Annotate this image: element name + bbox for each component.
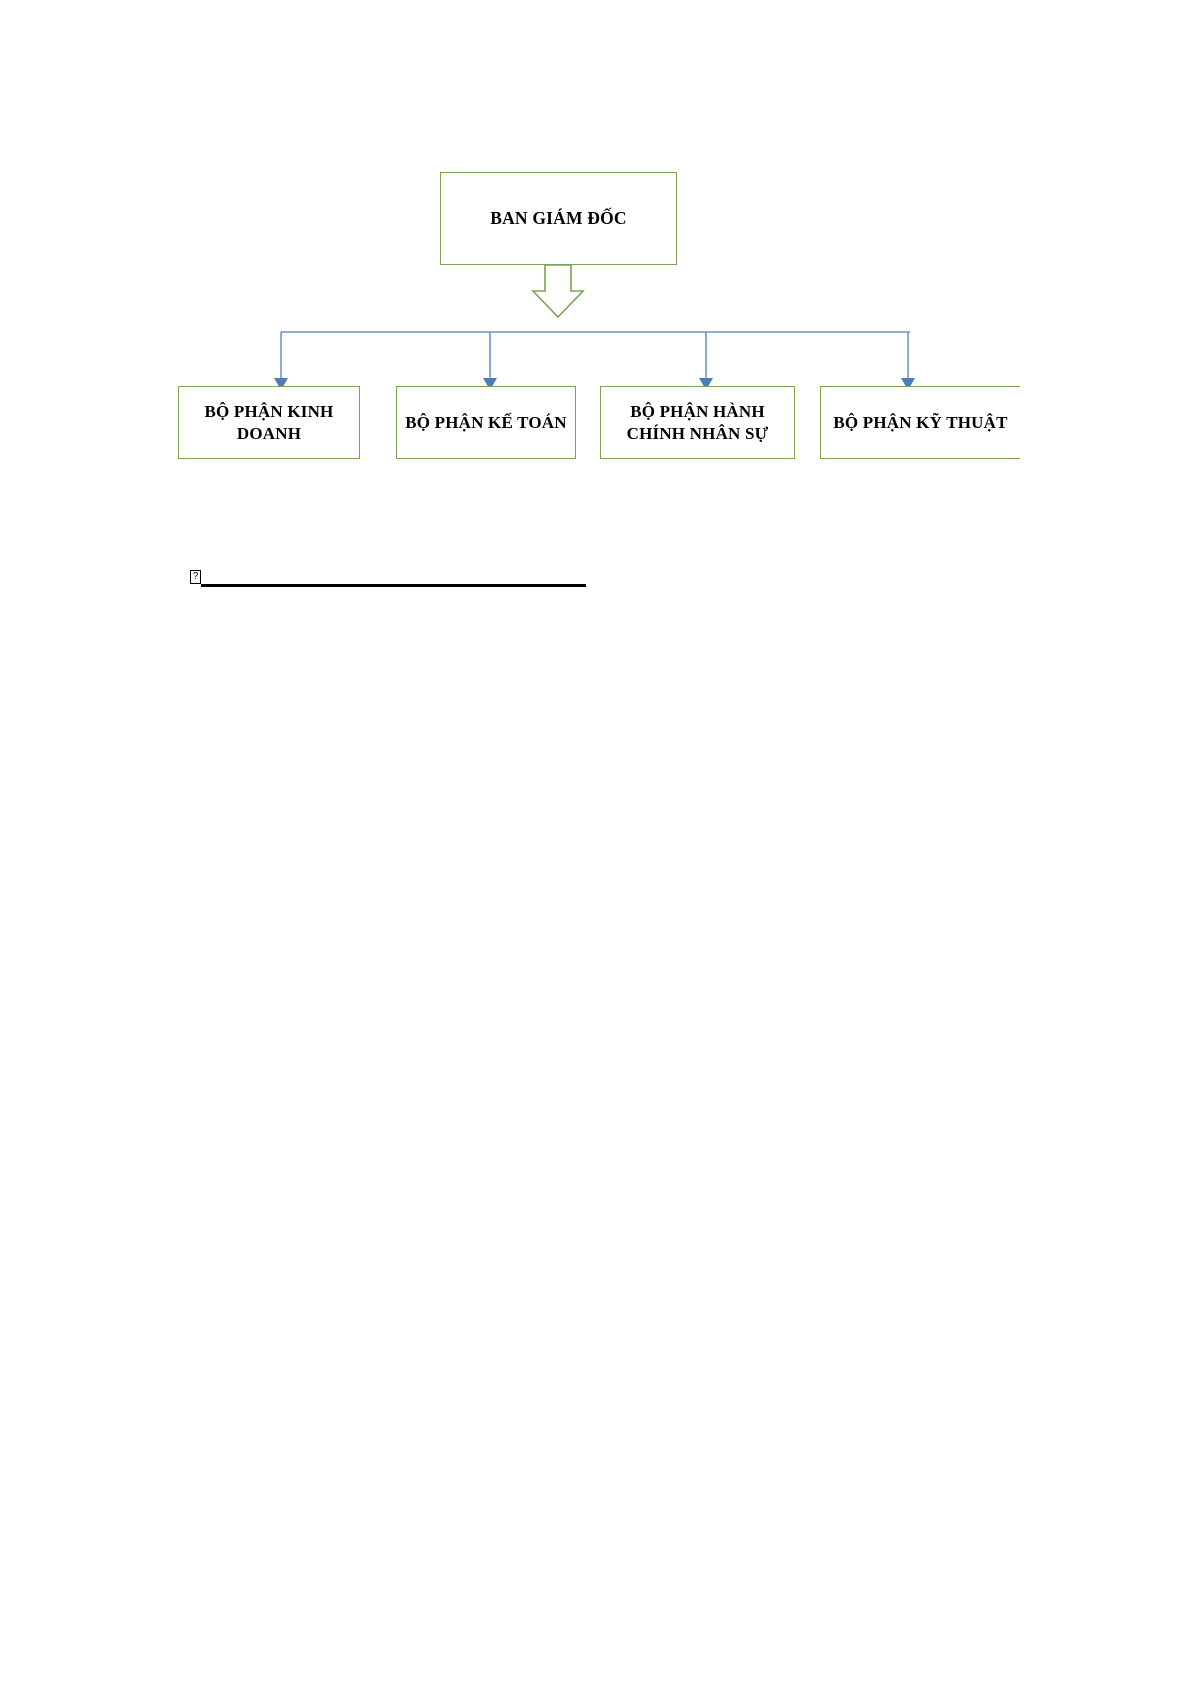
missing-glyph-icon: ?: [190, 570, 201, 584]
org-node-label: BAN GIÁM ĐỐC: [490, 208, 627, 229]
arrowhead-2: [699, 378, 713, 390]
org-node-label: BỘ PHẬN HÀNH CHÍNH NHÂN SỰ: [626, 401, 769, 443]
horizontal-rule: [201, 584, 586, 587]
root-block-arrow: [531, 264, 585, 319]
org-node-bo-phan-kinh-doanh[interactable]: BỘ PHẬN KINH DOANH: [178, 386, 360, 459]
org-node-ban-giam-doc[interactable]: BAN GIÁM ĐỐC: [440, 172, 677, 265]
org-node-label: BỘ PHẬN KẾ TOÁN: [405, 412, 567, 432]
org-node-label: BỘ PHẬN KỸ THUẬT: [833, 412, 1008, 432]
arrowhead-3: [901, 378, 915, 390]
arrowhead-0: [274, 378, 288, 390]
org-node-bo-phan-ke-toan[interactable]: BỘ PHẬN KẾ TOÁN: [396, 386, 576, 459]
org-node-label: BỘ PHẬN KINH DOANH: [204, 401, 334, 443]
chart-connectors: [274, 264, 915, 390]
organization-chart: BAN GIÁM ĐỐC BỘ PHẬN KINH DOANH BỘ PHẬN …: [0, 0, 1192, 700]
org-node-bo-phan-hanh-chinh-nhan-su[interactable]: BỘ PHẬN HÀNH CHÍNH NHÂN SỰ: [600, 386, 795, 459]
footer-artifact: ?: [190, 570, 586, 587]
org-node-bo-phan-ky-thuat[interactable]: BỘ PHẬN KỸ THUẬT: [820, 386, 1020, 459]
arrowhead-1: [483, 378, 497, 390]
